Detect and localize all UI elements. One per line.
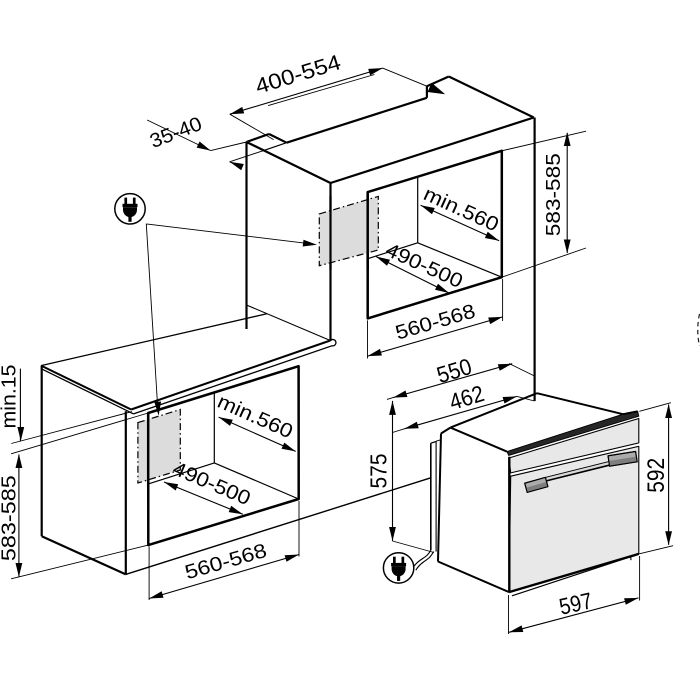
svg-text:min.15: min.15: [0, 365, 21, 429]
svg-text:583-585: 583-585: [542, 153, 565, 236]
svg-text:575: 575: [366, 454, 392, 489]
svg-text:583-585: 583-585: [0, 475, 20, 561]
svg-text:592: 592: [643, 458, 670, 493]
